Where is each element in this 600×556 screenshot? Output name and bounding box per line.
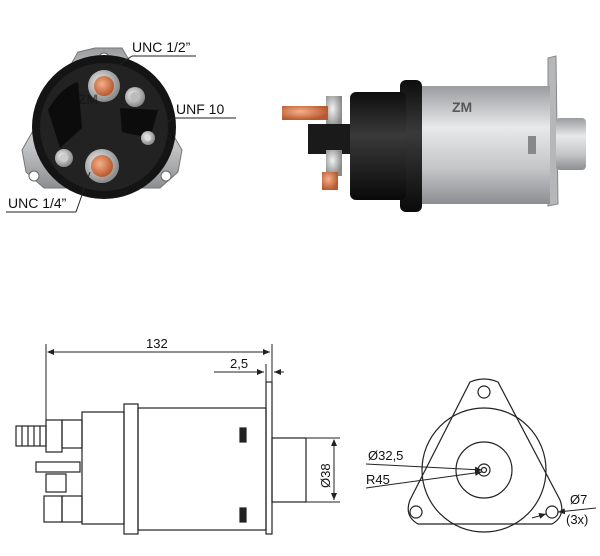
front-drawing [407,378,563,533]
drawing-body [137,407,267,531]
side-terminal-nut-bottom [326,150,342,176]
drawing-flange [265,381,273,535]
dim-hole-count: (3x) [566,512,588,527]
cap-rib-right [120,108,158,138]
drawing-nut-bottom [43,495,63,523]
front-dimensions [365,463,597,519]
front-hole-left [409,505,423,519]
side-terminal-stud-top [282,106,328,120]
label-unc-quarter: UNC 1/4” [8,195,67,211]
leader-32-5 [365,463,483,473]
dim-diameter-38: Ø38 [318,463,333,488]
terminal-stud-small [145,135,151,141]
drawing-slot-top [239,427,247,443]
drawing-stud-top [15,425,47,447]
cap-rib-left [48,82,82,148]
side-drawing [15,381,307,535]
terminal-stud-bottom [91,155,113,177]
drawing-cap [81,411,125,525]
leader-unf-10 [151,117,175,133]
front-hole-right [545,505,559,519]
drawing-nut-mid [45,473,67,493]
side-dimensions [45,344,340,503]
flange-hole-right [160,170,172,182]
side-cap [350,92,406,200]
drawing-small-terminal [35,461,81,473]
side-body-slot [528,136,536,154]
terminal-stud-upper-right [130,92,140,102]
front-center-inner [480,466,488,474]
drawing-collar [123,403,139,535]
side-watermark: ZM [452,99,472,115]
leader-unc-half [111,55,133,71]
dim-132: 132 [146,336,168,351]
side-terminal-nut-top [326,96,342,128]
drawing-nut-top [45,419,63,453]
drawing-plunger [271,437,307,503]
side-terminal-block [308,124,350,154]
front-flange-outline [407,378,563,525]
flange-hole-left [28,170,40,182]
label-unc-half: UNC 1/2” [132,39,191,55]
dim-2-5: 2,5 [230,356,248,371]
terminal-stud-left [60,154,68,162]
terminal-stud-top [94,76,114,96]
front-hole-top [477,385,491,399]
side-plunger [556,118,586,170]
dim-diameter-32-5: Ø32,5 [368,448,403,463]
leader-unc-quarter [75,171,91,213]
leader-7-left [531,513,547,519]
end-view-labels: UNC 1/2” UNF 10 UNC 1/4” [6,39,236,213]
label-unf-10: UNF 10 [176,101,224,117]
front-body-circle [421,407,547,533]
end-view-watermark: ZM [78,91,98,107]
side-terminal-stud-bottom [322,172,338,190]
drawing-washer-bottom [61,495,83,523]
dim-diameter-7: Ø7 [570,492,587,507]
end-view-photo: ZM [21,47,183,199]
drawing-washer-top [61,419,83,449]
dim-radius-45: R45 [366,472,390,487]
side-view-photo: ZM [282,55,586,212]
leader-7 [557,507,597,515]
drawing-slot-bottom [239,507,247,523]
front-plunger-circle [455,441,513,499]
leader-r45 [365,469,483,489]
